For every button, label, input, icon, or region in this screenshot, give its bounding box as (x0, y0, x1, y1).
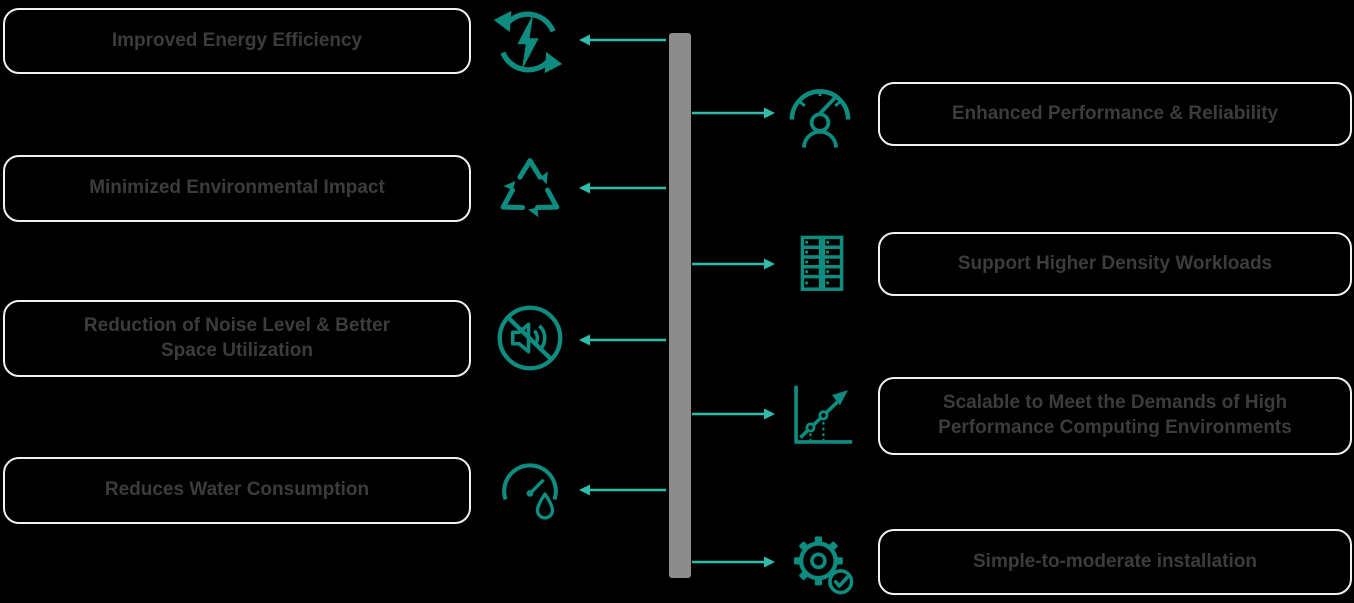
benefit-label: Reduction of Noise Level & Better Space … (83, 314, 391, 361)
left-arrow-environment (579, 182, 666, 194)
right-arrow-scalable (692, 408, 775, 420)
left-arrow-energy (579, 34, 666, 46)
benefit-label: Reduces Water Consumption (104, 479, 370, 501)
noise-reduction-icon (494, 302, 566, 374)
benefit-label: Enhanced Performance & Reliability (951, 102, 1279, 124)
benefit-box-performance-reliability: Enhanced Performance & Reliability (878, 82, 1352, 146)
performance-gauge-icon (782, 77, 858, 153)
benefit-label: Minimized Environmental Impact (89, 177, 385, 199)
benefit-box-scalable-hpc: Scalable to Meet the Demands of High Per… (878, 377, 1352, 455)
water-gauge-icon (496, 456, 564, 524)
benefit-box-water-consumption: Reduces Water Consumption (3, 457, 471, 524)
left-arrow-water (579, 484, 666, 496)
growth-chart-icon (786, 380, 858, 452)
benefit-box-installation: Simple-to-moderate installation (878, 529, 1352, 595)
benefit-label: Simple-to-moderate installation (973, 550, 1257, 572)
recycle-icon (494, 152, 566, 224)
benefit-label: Improved Energy Efficiency (111, 29, 363, 51)
energy-cycle-icon (490, 4, 566, 80)
benefit-box-density-workloads: Support Higher Density Workloads (878, 232, 1352, 296)
benefit-label: Scalable to Meet the Demands of High Per… (938, 392, 1292, 438)
benefit-box-environmental-impact: Minimized Environmental Impact (3, 155, 471, 222)
gear-check-icon (786, 527, 858, 599)
right-arrow-density (692, 258, 775, 270)
server-rack-icon (787, 229, 857, 299)
left-arrow-noise (579, 334, 666, 346)
benefit-box-noise-space: Reduction of Noise Level & Better Space … (3, 300, 471, 377)
benefit-box-energy-efficiency: Improved Energy Efficiency (3, 8, 471, 74)
benefit-label: Support Higher Density Workloads (957, 252, 1273, 274)
center-divider-bar (669, 33, 691, 578)
right-arrow-performance (692, 107, 775, 119)
right-arrow-installation (692, 556, 775, 568)
